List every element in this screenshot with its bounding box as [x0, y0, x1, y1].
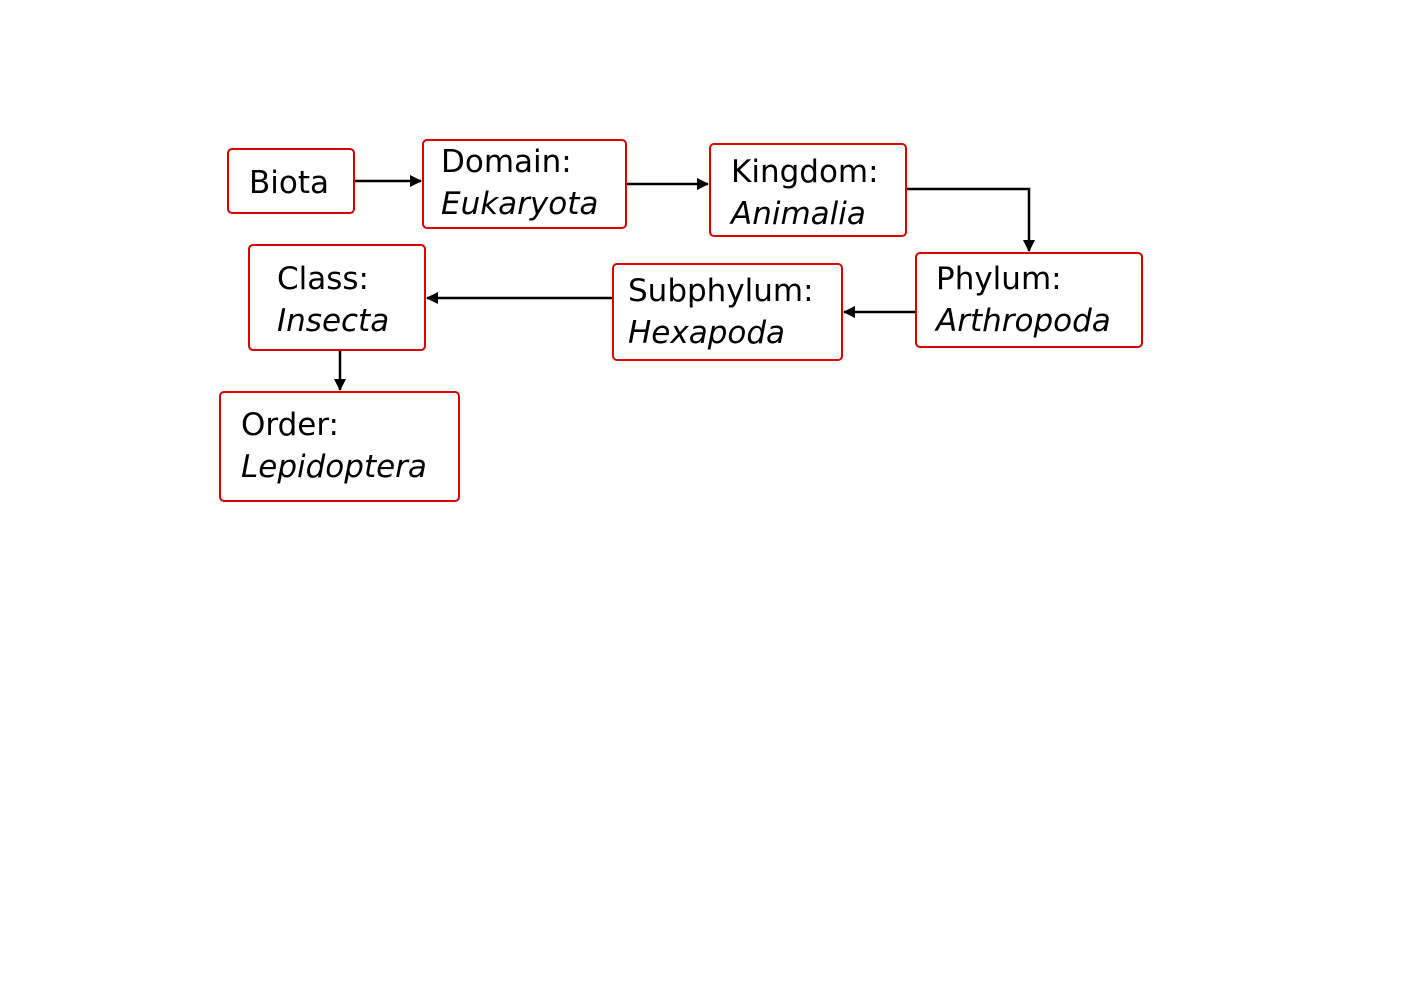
edge-kingdom-to-phylum: [907, 187, 1035, 252]
node-class: Class: Insecta: [248, 244, 426, 351]
node-phylum-taxon: Arthropoda: [936, 303, 1111, 339]
node-order: Order: Lepidoptera: [219, 391, 460, 502]
node-subphylum-taxon: Hexapoda: [628, 315, 786, 351]
node-kingdom: Kingdom: Animalia: [709, 143, 907, 237]
node-biota: Biota: [227, 148, 355, 214]
node-phylum-rank: Phylum:: [936, 261, 1062, 297]
node-kingdom-rank: Kingdom:: [731, 154, 879, 190]
node-class-taxon: Insecta: [277, 303, 390, 339]
node-domain-taxon: Eukaryota: [441, 186, 599, 222]
node-kingdom-taxon: Animalia: [731, 196, 866, 232]
node-subphylum: Subphylum: Hexapoda: [612, 263, 843, 361]
node-order-taxon: Lepidoptera: [241, 449, 427, 485]
node-biota-rank: Biota: [249, 165, 329, 201]
node-order-rank: Order:: [241, 407, 339, 443]
node-domain: Domain: Eukaryota: [422, 139, 627, 229]
node-subphylum-rank: Subphylum:: [628, 273, 814, 309]
node-domain-rank: Domain:: [441, 144, 572, 180]
node-phylum: Phylum: Arthropoda: [915, 252, 1143, 348]
node-class-rank: Class:: [277, 261, 370, 297]
